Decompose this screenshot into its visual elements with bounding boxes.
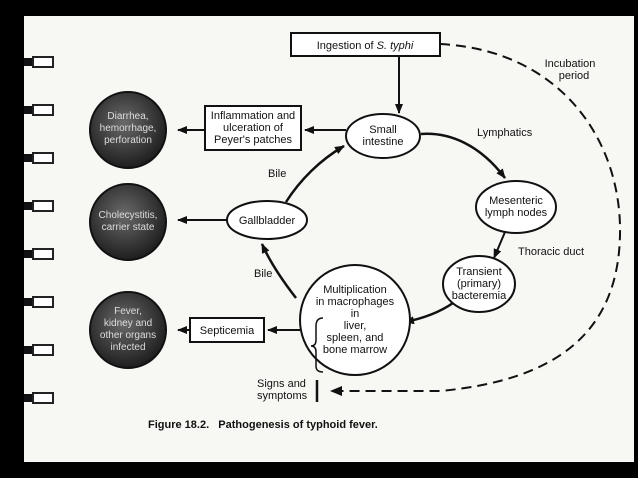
binder-ring [24,104,54,116]
binder-ring [24,200,54,212]
multiplication-node [299,264,411,376]
bacteremia-label: Transient(primary)bacteremia [452,266,507,302]
septicemia-label: Septicemia [200,325,255,337]
thoracic-duct-label: Thoracic duct [518,246,584,258]
lymphatics-arrow [420,132,506,179]
binder-ring [24,296,54,308]
organs-brace [310,317,324,373]
bile-lower-label: Bile [254,268,272,280]
bile-upper-label: Bile [268,168,286,180]
ingestion-label: Ingestion of S. typhi [317,40,414,52]
incubation-arrowhead [330,386,342,396]
figure-caption: Figure 18.2. Pathogenesis of typhoid fev… [148,419,378,431]
lymphatics-label: Lymphatics [477,127,533,139]
small-intestine-node [345,113,421,159]
bile-upper-arrow [284,144,345,203]
binder-ring [24,56,54,68]
outcome-cholecystitis-label: Cholecystitis,carrier state [99,210,158,233]
binder-ring [24,152,54,164]
bile-lower-arrow [260,243,297,299]
outcome-circle-cholecystitis [89,183,167,261]
thoracic-duct-arrow [493,231,506,259]
mesenteric-node [475,180,557,234]
bacteremia-to-liver-arrow [404,301,454,325]
binder-ring [24,344,54,356]
septicemia-box [189,317,265,343]
incubation-dashed-path [332,43,622,392]
binder-ring [24,248,54,260]
outcome-circle-fever [89,291,167,369]
outcome-circle-diarrhea [89,91,167,169]
gallbladder-label: Gallbladder [239,215,296,227]
bacteremia-node [442,255,516,313]
inflammation-box [204,105,302,151]
outcome-diarrhea-label: Diarrhea,hemorrhage,perforation [100,111,157,146]
binder-ring [24,392,54,404]
